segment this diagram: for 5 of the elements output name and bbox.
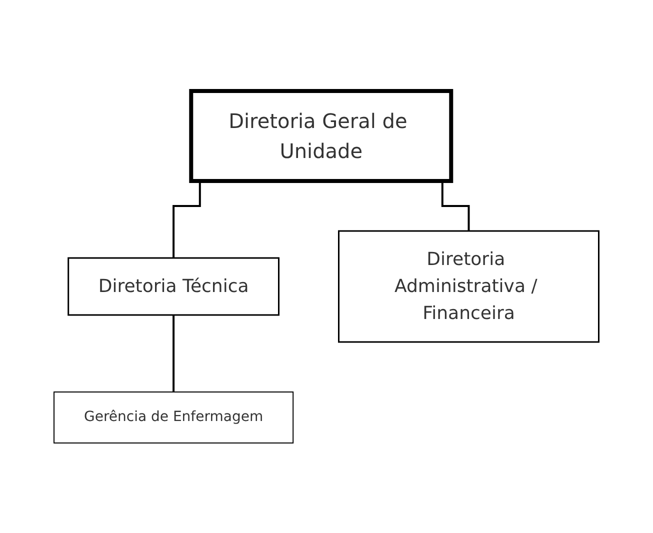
node-box: Gerência de Enfermagem [54,390,294,443]
node-box: Diretoria Geral de Unidade [189,88,454,182]
node-box: Diretoria Administrativa / Financeira [338,230,600,342]
connector [172,314,175,392]
node-box: Diretoria Técnica [68,256,280,316]
